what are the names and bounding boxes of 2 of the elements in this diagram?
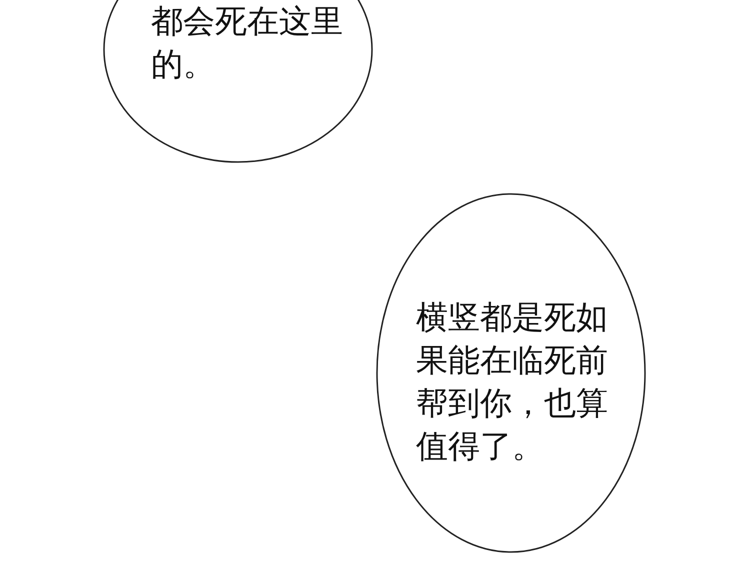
dialogue-text: 横竖都是死如果能在临死前帮到你，也算值得了。	[416, 297, 609, 467]
dialogue-text: 都会死在这里的。	[151, 1, 344, 85]
